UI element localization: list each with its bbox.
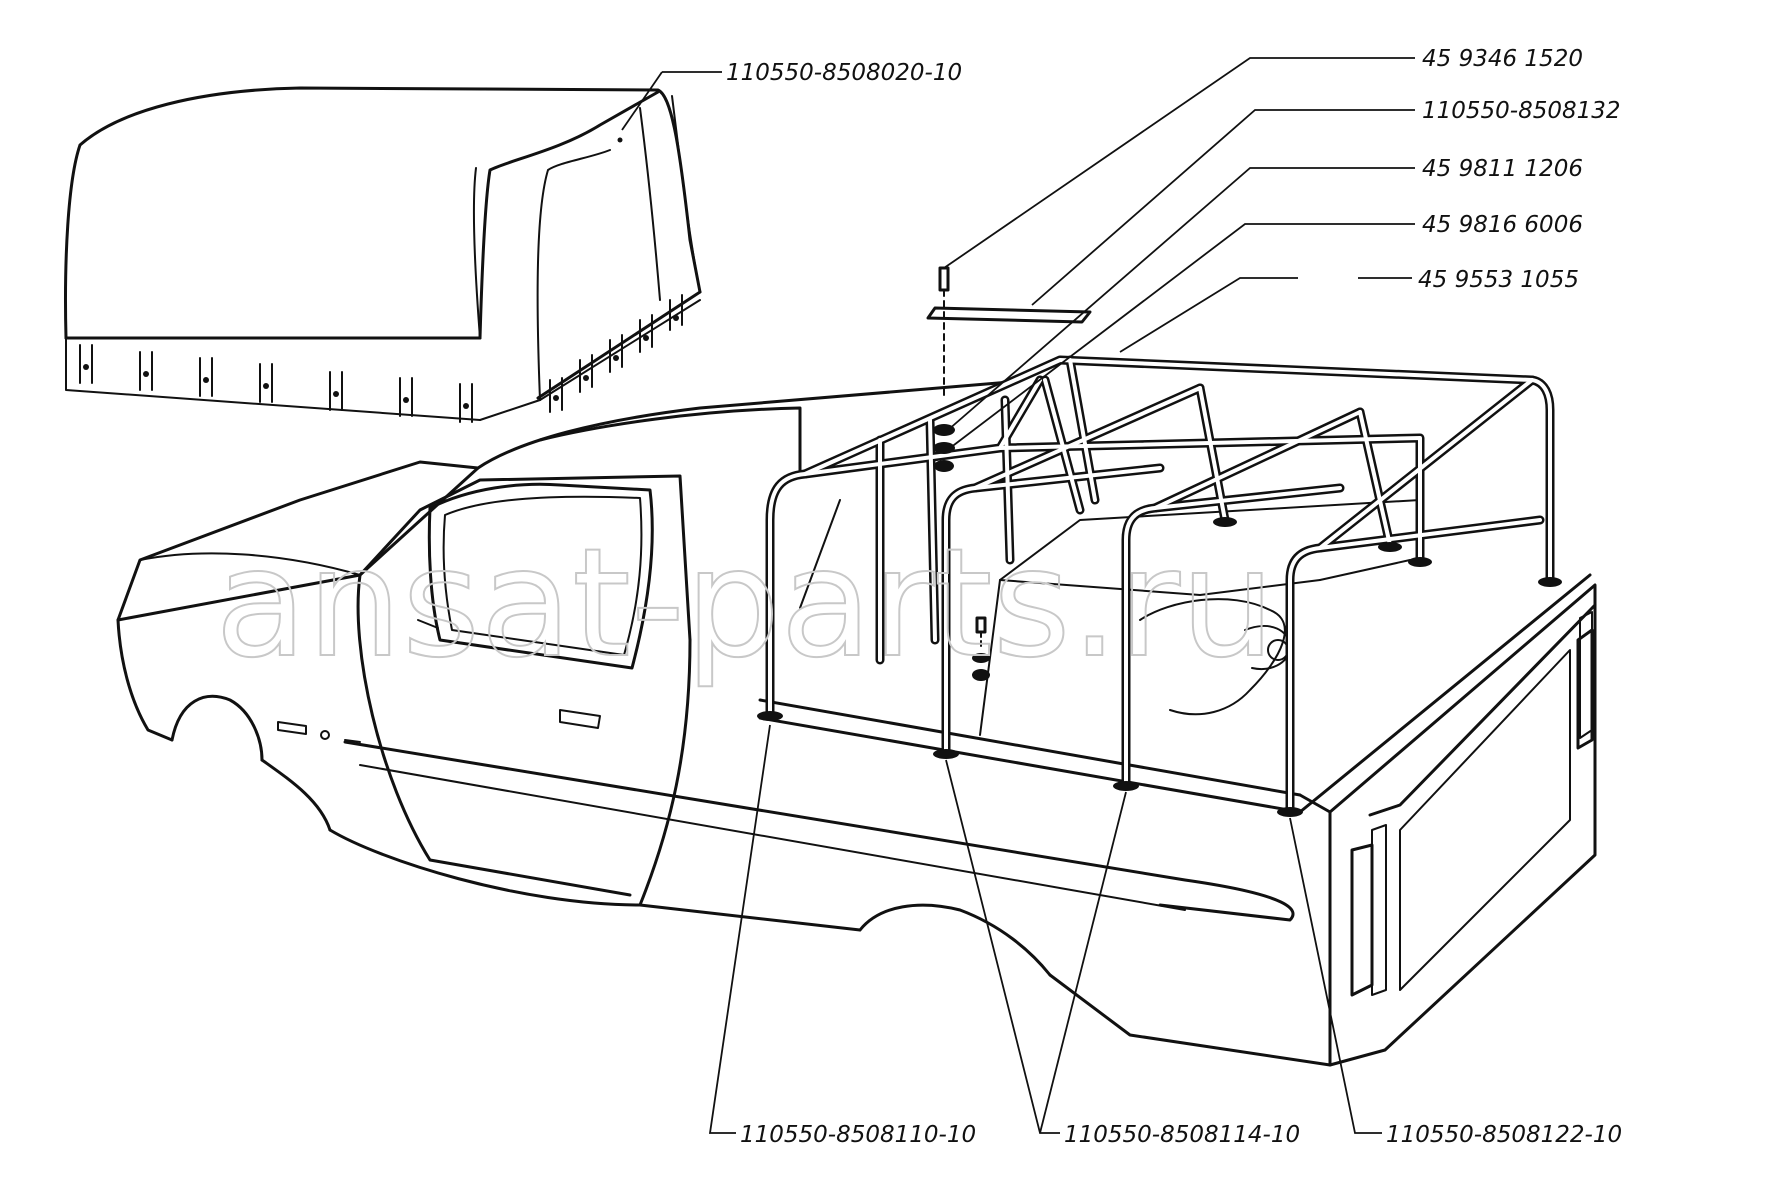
part-labels: 110550-8508020-10 45 9346 1520 110550-85…: [726, 46, 1622, 1148]
label-bow-rear: 110550-8508122-10: [1386, 1122, 1622, 1148]
vehicle-body-drawing: [116, 380, 1597, 1067]
label-bolt: 45 9346 1520: [1422, 46, 1583, 72]
leader-lines: [621, 57, 1415, 1134]
frame-bows-drawing: [757, 355, 1562, 817]
watermark-text: ansat-parts.ru: [215, 517, 1275, 691]
label-bracket: 110550-8508132: [1422, 98, 1621, 124]
label-nut: 45 9553 1055: [1418, 267, 1579, 293]
label-washer-a: 45 9811 1206: [1422, 156, 1583, 182]
label-bow-front: 110550-8508110-10: [740, 1122, 976, 1148]
label-washer-b: 45 9816 6006: [1422, 212, 1583, 238]
label-cover: 110550-8508020-10: [726, 60, 962, 86]
label-bow-middle: 110550-8508114-10: [1064, 1122, 1300, 1148]
fastener-stack-drawing: [926, 266, 1092, 681]
canvas-cover-drawing: [64, 86, 702, 423]
